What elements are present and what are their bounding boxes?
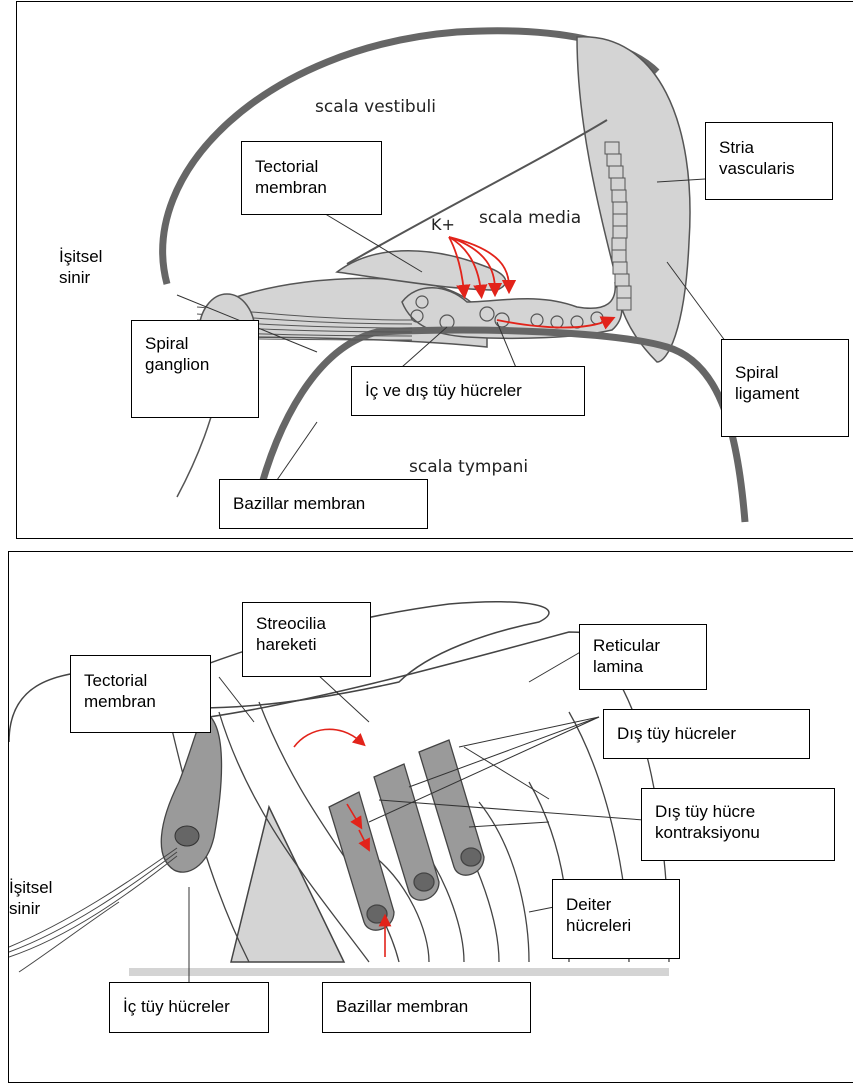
cochlea-cross-section-panel: scala vestibuli scala media scala tympan…	[16, 1, 853, 539]
tectorial-membran-label: Tectorial membran	[241, 141, 382, 215]
inner-hair-cell-nucleus	[175, 826, 199, 846]
streocilia-hareketi-label: Streocilia hareketi	[242, 602, 371, 677]
stria-vascularis-label: Stria vascularis	[705, 122, 833, 200]
organ-of-corti-panel: Streocilia hareketi Tectorial membran Re…	[8, 551, 853, 1083]
scala-tympani-label: scala tympani	[409, 457, 528, 477]
scala-media-label: scala media	[479, 208, 581, 228]
reissner-membrane	[347, 120, 607, 264]
spiral-ganglion-label: Spiral ganglion	[131, 320, 259, 418]
tectorial-membran-label: Tectorial membran	[70, 655, 211, 733]
reticular-lamina-label: Reticular lamina	[579, 624, 707, 690]
bazillar-membran-label: Bazillar membran	[322, 982, 531, 1033]
scala-vestibuli-label: scala vestibuli	[315, 97, 436, 117]
deiter-hucreleri-label: Deiter hücreleri	[552, 879, 680, 959]
outer-hair-cells	[329, 740, 484, 930]
basilar-membrane-bar	[129, 968, 669, 976]
isitsel-sinir-label: İşitsel sinir	[59, 246, 102, 288]
inner-hair-cell-shape	[161, 712, 221, 872]
ic-tuy-hucreler-label: İç tüy hücreler	[109, 982, 269, 1033]
bazillar-membran-label: Bazillar membran	[219, 479, 428, 529]
ic-ve-dis-tuy-hucreler-label: İç ve dış tüy hücreler	[351, 366, 585, 416]
dis-tuy-hucre-kontraksiyonu-label: Dış tüy hücre kontraksiyonu	[641, 788, 835, 861]
isitsel-sinir-label: İşitsel sinir	[9, 877, 52, 919]
dis-tuy-hucreler-label: Dış tüy hücreler	[603, 709, 810, 759]
spiral-ligament-label: Spiral ligament	[721, 339, 849, 437]
potassium-ion-label: K+	[431, 215, 455, 234]
